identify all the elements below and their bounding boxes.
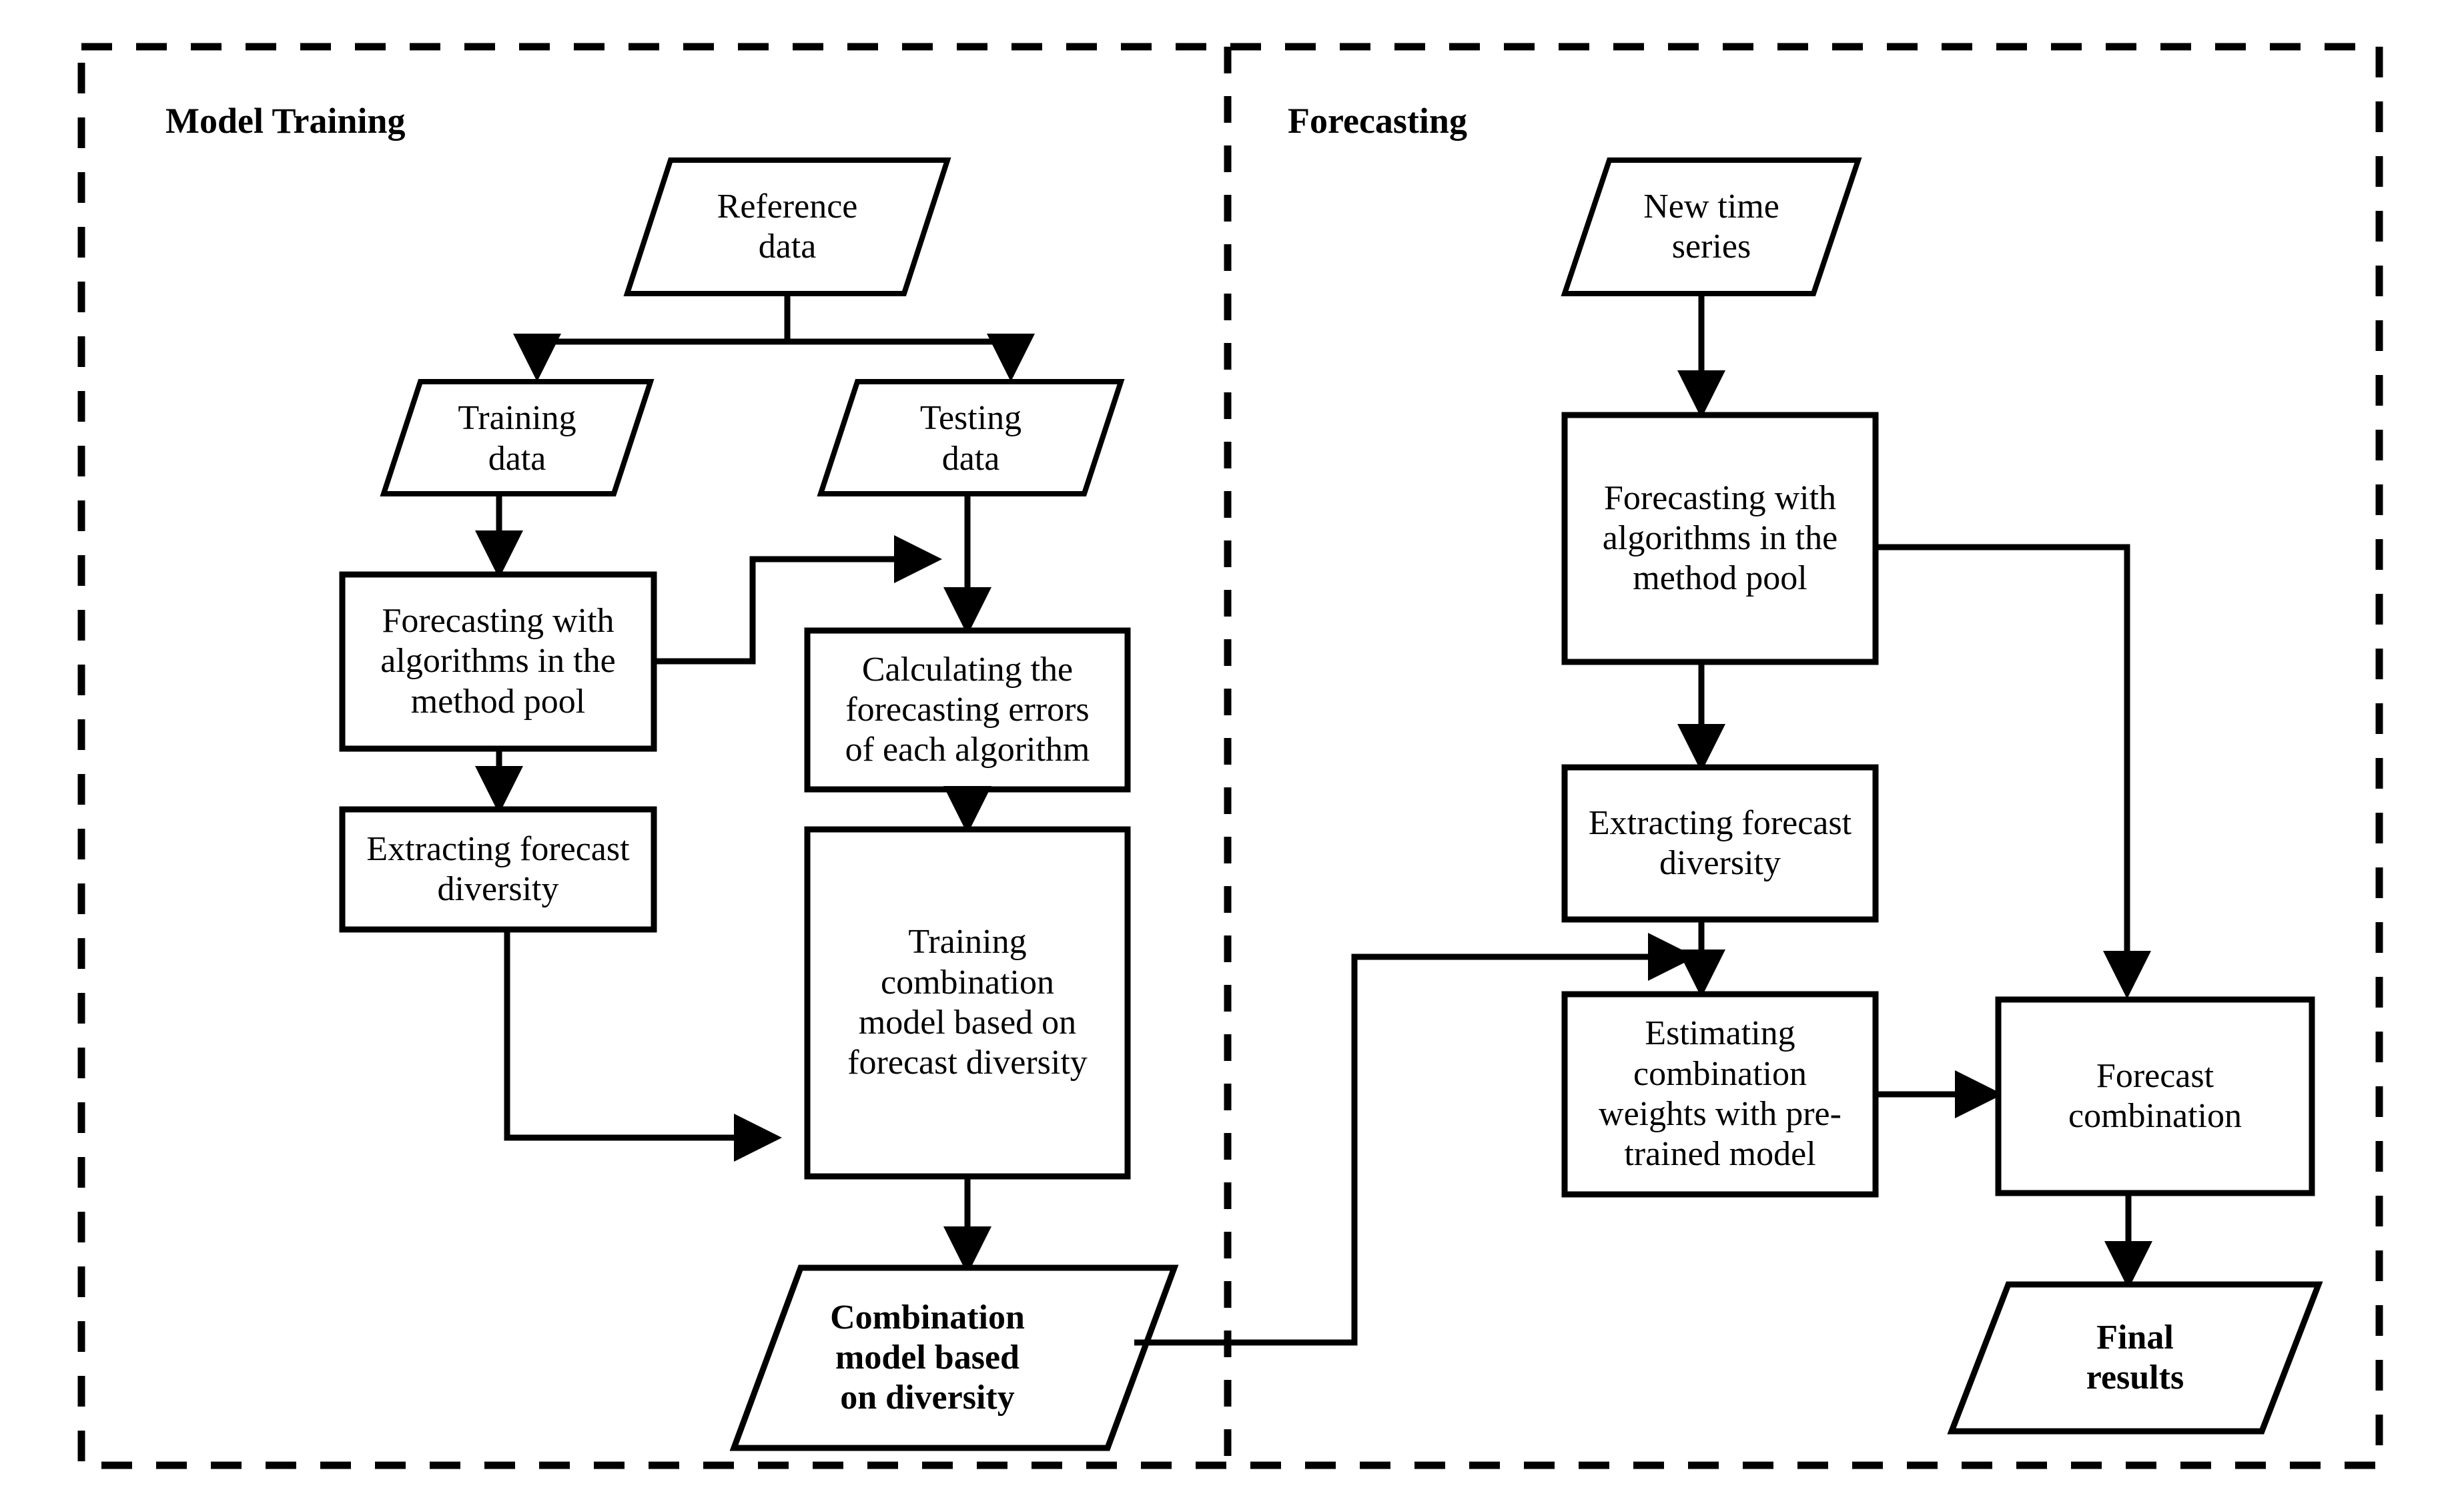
edge-fc-forecasting-pool-to-forecast-combination: [1876, 544, 2151, 999]
edge-combination-model-to-estimating-weights: [1134, 933, 1696, 1346]
node-training-combination-model: [804, 826, 1131, 1180]
node-forecast-combination: [1995, 996, 2315, 1196]
edge-extracting-diversity-to-training-combination: [504, 929, 782, 1162]
node-fc-forecasting-pool: [1561, 412, 1879, 665]
node-reference-data: [623, 157, 951, 296]
node-final-results: [1947, 1281, 2323, 1435]
node-fc-extracting-diversity: [1561, 764, 1879, 923]
node-testing-data: [817, 379, 1125, 496]
edge-forecasting-pool-to-calculating: [654, 535, 942, 665]
node-train-extracting-diversity: [339, 806, 657, 933]
panel-title-model-training: Model Training: [165, 101, 406, 141]
node-new-time-series: [1561, 157, 1862, 296]
node-combination-model-output: [729, 1264, 1179, 1451]
node-train-forecasting-pool: [339, 571, 657, 752]
node-calculating-errors: [804, 627, 1131, 793]
panel-title-forecasting: Forecasting: [1288, 101, 1467, 141]
node-training-data: [380, 379, 655, 496]
node-estimating-weights: [1561, 991, 1879, 1198]
